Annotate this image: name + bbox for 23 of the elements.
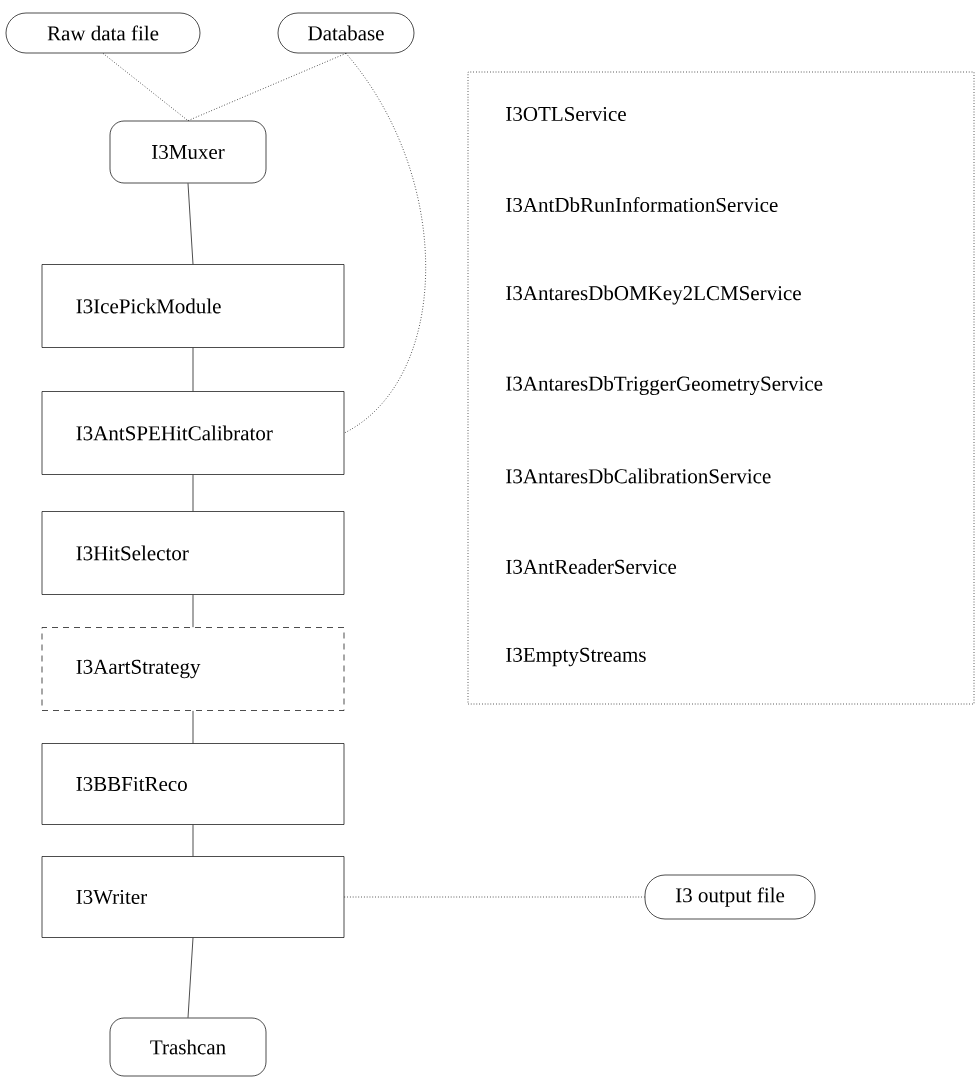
service-panel: I3OTLService I3AntDbRunInformationService I3AntaresDbOMKey2LCMService I3AntaresDbTriggerGeometryService I3AntaresDbCalibrationService I3AntReaderService I3EmptyStreams	[467, 71, 975, 705]
module-box: I3BBFitReco	[41, 743, 345, 825]
connector-line	[187, 52, 347, 122]
connector-line	[343, 896, 646, 898]
connector-line	[192, 347, 194, 392]
connector-line	[102, 52, 189, 122]
module-box: I3HitSelector	[41, 511, 345, 595]
connector-line	[192, 474, 194, 512]
module-box: I3AartStrategy	[41, 627, 345, 711]
rounded-box: I3Muxer	[109, 120, 267, 184]
module-box: I3AntSPEHitCalibrator	[41, 391, 345, 475]
terminal-box: Raw data file	[5, 12, 201, 54]
terminal-box: Database	[277, 12, 415, 54]
connector-line	[343, 52, 427, 434]
module-box: I3IcePickModule	[41, 264, 345, 348]
terminal-box: I3 output file	[644, 874, 816, 920]
rounded-box: Trashcan	[109, 1017, 267, 1077]
connector-line	[192, 594, 194, 628]
connector-line	[192, 710, 194, 744]
connector-line	[192, 824, 194, 857]
module-box: I3Writer	[41, 856, 345, 938]
connector-line	[187, 937, 194, 1018]
connector-line	[187, 183, 194, 265]
